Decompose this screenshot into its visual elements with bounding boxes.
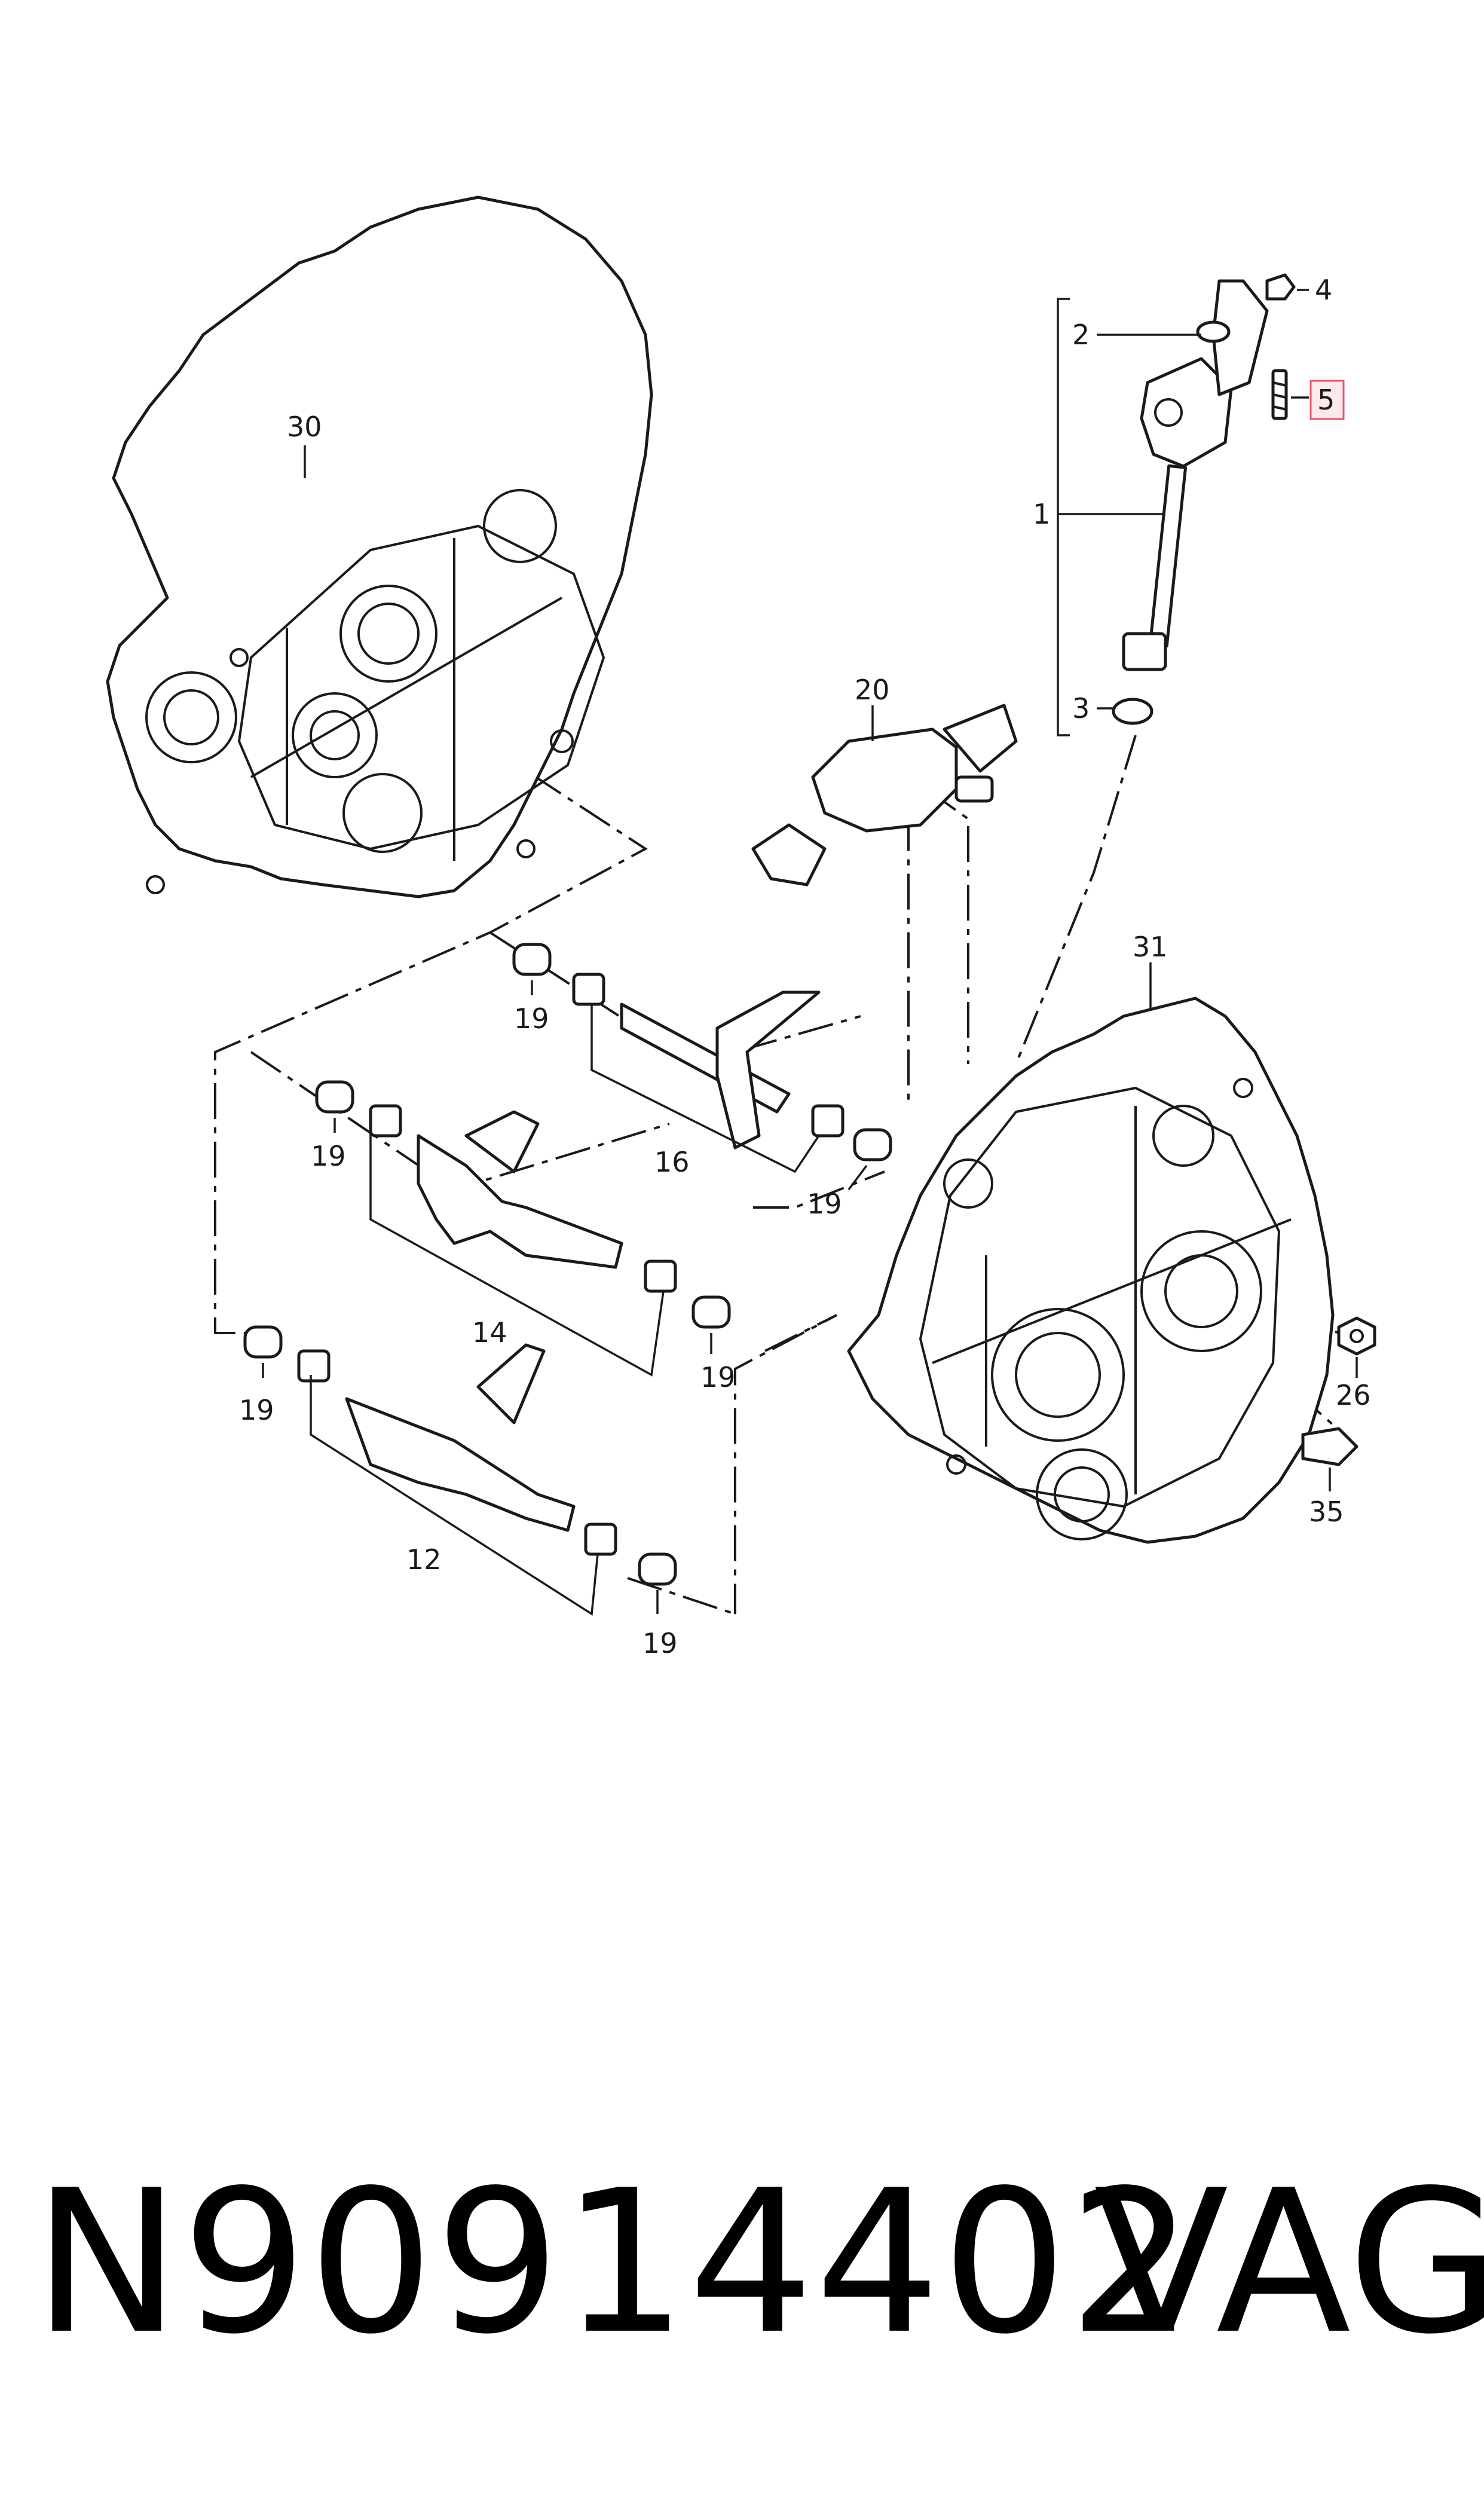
callout-26: 26	[1336, 1379, 1371, 1411]
callout-16: 16	[654, 1146, 690, 1178]
nut-26	[1337, 1316, 1376, 1356]
callout-4: 4	[1315, 274, 1332, 306]
callout-19e: 19	[239, 1394, 274, 1426]
selector-fork-12	[345, 1343, 576, 1532]
callout-labels: 1 2 3 4 5 30 20 31 19 16 19 19 14 19 19 …	[239, 274, 1371, 1659]
gearbox-housing-31	[847, 996, 1335, 1544]
bolt-5	[1271, 369, 1288, 420]
callout-19c: 19	[311, 1140, 346, 1172]
callout-5: 5	[1317, 384, 1335, 416]
selector-mechanism-20	[751, 704, 1018, 886]
callout-5-highlight	[1309, 380, 1345, 420]
callout-20: 20	[855, 674, 890, 706]
callout-19f: 19	[642, 1627, 678, 1659]
callout-14: 14	[472, 1316, 507, 1349]
sensor-35	[1301, 1427, 1358, 1466]
selector-fork-16	[620, 990, 821, 1150]
bushings-19	[243, 943, 892, 1586]
leader-lines	[262, 289, 1358, 1616]
callout-35: 35	[1309, 1496, 1344, 1528]
gearbox-housing-30	[106, 195, 653, 898]
selector-fork-14	[417, 1110, 623, 1269]
callout-30: 30	[287, 411, 322, 443]
callout-3: 3	[1072, 692, 1090, 724]
callout-19d: 19	[700, 1361, 736, 1393]
part-number-caption: N90914402	[33, 2148, 1195, 2377]
selector-shaft-1	[1122, 279, 1269, 671]
callout-31: 31	[1133, 931, 1168, 963]
callout-19b: 19	[807, 1188, 842, 1220]
callout-2: 2	[1072, 319, 1090, 351]
o-ring-3	[1112, 698, 1153, 725]
callout-19a: 19	[514, 1002, 549, 1035]
callout-1: 1	[1033, 498, 1050, 530]
seal-ring-2	[1196, 320, 1231, 343]
cap-4	[1265, 273, 1296, 301]
callout-12: 12	[406, 1543, 442, 1576]
brand-caption: VAG	[1094, 2148, 1484, 2377]
exploded-parts-diagram: 1 2 3 4 5 30 20 31 19 16 19 19 14 19 19 …	[106, 195, 1376, 1659]
